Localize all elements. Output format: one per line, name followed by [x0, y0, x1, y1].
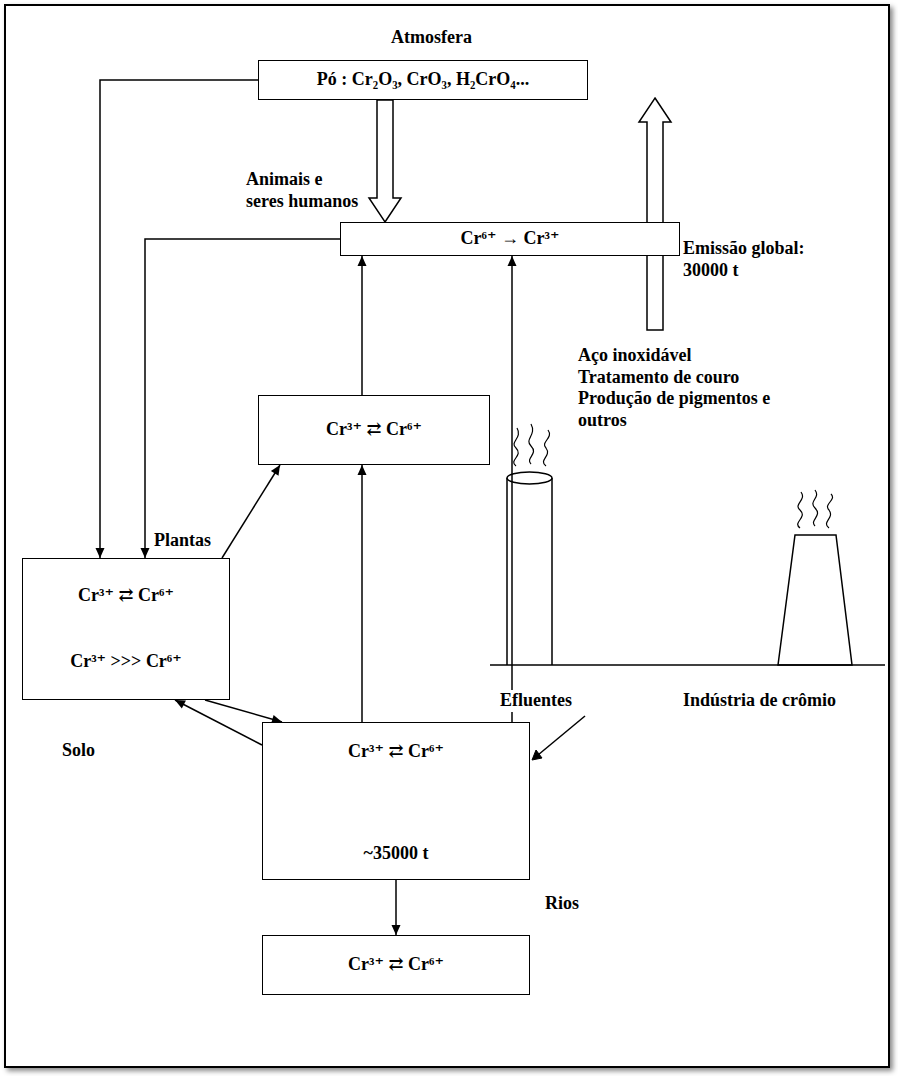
flow-arrow — [369, 100, 401, 222]
arrow-head — [141, 548, 150, 558]
chromium-box: Cr³⁺ ⇄ Cr⁶⁺ — [262, 935, 530, 995]
arrow-head — [175, 700, 186, 709]
flow-arrow — [358, 465, 367, 722]
diagram-label: Rios — [545, 893, 579, 915]
smoke — [798, 490, 833, 528]
arrow-head — [96, 548, 105, 558]
diagram-label: Indústria de crômio — [683, 690, 836, 712]
flow-arrow — [222, 465, 280, 558]
flow-arrow — [205, 700, 282, 724]
diagram-label: Solo — [62, 740, 95, 762]
box-text: Cr³⁺ >>> Cr⁶⁺ — [70, 651, 182, 673]
flow-arrow — [392, 880, 401, 935]
chromium-box: Cr³⁺ ⇄ Cr⁶⁺ Cr³⁺ >>> Cr⁶⁺ — [22, 558, 230, 700]
arrow-line — [361, 256, 363, 395]
chromium-box: AtmosferaPó : Cr₂O₃, CrO₃, H₂CrO₄... — [258, 60, 588, 100]
arrow-line — [222, 465, 280, 558]
arrow-line — [100, 80, 258, 558]
flow-arrow — [358, 256, 367, 395]
box-text: Cr⁶⁺ → Cr³⁺ — [461, 228, 560, 250]
effluent-arrow — [538, 716, 585, 755]
chimney — [507, 478, 552, 665]
figure-frame — [4, 4, 890, 1068]
diagram-label: Efluentes — [500, 690, 572, 712]
flow-arrow — [175, 700, 262, 745]
chimney — [778, 535, 852, 665]
arrow-head — [358, 465, 367, 475]
arrow-head — [358, 256, 367, 266]
chromium-box: Cr³⁺ ⇄ Cr⁶⁺ ~35000 t — [262, 722, 530, 880]
box-text: Cr³⁺ ⇄ Cr⁶⁺ — [348, 741, 444, 763]
box-text: Cr³⁺ ⇄ Cr⁶⁺ — [326, 419, 422, 441]
diagram-label: Aço inoxidável Tratamento de couro Produ… — [578, 345, 778, 431]
flow-arrow — [96, 80, 259, 558]
box-text: ~35000 t — [364, 843, 429, 865]
arrow-line — [361, 465, 363, 722]
smoke — [514, 424, 550, 466]
diagram-label: Emissão global: 30000 t — [683, 238, 823, 281]
arrow-head — [532, 750, 542, 760]
chromium-box: Cr³⁺ ⇄ Cr⁶⁺ — [258, 395, 490, 465]
arrow-line — [511, 256, 513, 722]
arrow-line — [175, 700, 262, 745]
box-heading: Animais e seres humanos — [246, 169, 362, 212]
chimney-top — [507, 472, 552, 484]
emission-arrow — [639, 98, 671, 330]
box-text: Cr³⁺ ⇄ Cr⁶⁺ — [348, 954, 444, 976]
hollow-arrow — [369, 100, 401, 222]
box-text: Cr³⁺ ⇄ Cr⁶⁺ — [78, 585, 174, 607]
arrow-head — [508, 256, 517, 266]
diagram-label: Plantas — [154, 530, 211, 552]
flow-arrow — [508, 256, 517, 722]
chromium-box: Animais e seres humanosCr⁶⁺ → Cr³⁺ — [340, 222, 680, 256]
arrow-head — [271, 465, 280, 476]
box-heading: Atmosfera — [391, 27, 531, 49]
arrow-line — [205, 700, 282, 722]
ground-line — [490, 664, 885, 666]
arrow-head — [392, 925, 401, 935]
box-text: Pó : Cr₂O₃, CrO₃, H₂CrO₄... — [317, 69, 529, 91]
